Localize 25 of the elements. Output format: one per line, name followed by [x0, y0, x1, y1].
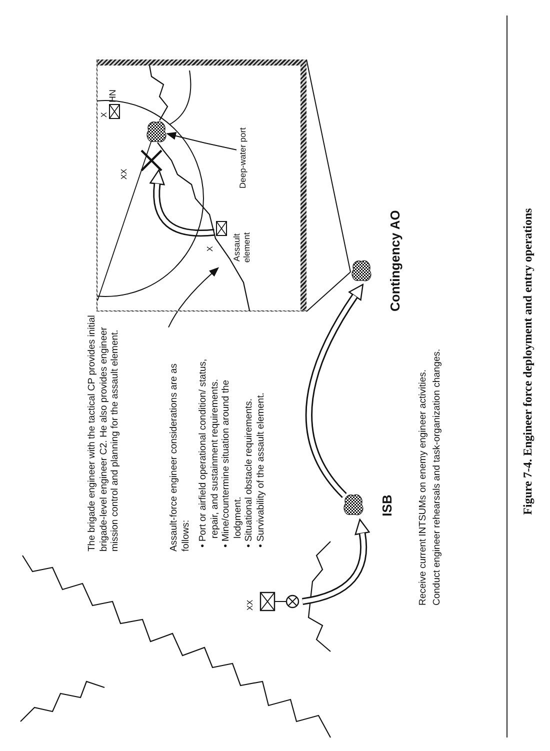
symbol-label: X [100, 112, 109, 117]
symbol-label: XX [120, 168, 129, 179]
map-label: Deep-water port [237, 127, 248, 188]
area-label: ISB [379, 494, 394, 516]
symbol-label: HN [108, 89, 118, 102]
double-line-arrow [301, 518, 370, 604]
leader-arrow [166, 131, 236, 150]
symbol-label: X [206, 246, 215, 251]
symbol-label: XX [246, 599, 255, 610]
bullet-text: • Situational obstacle requirements. [243, 396, 256, 547]
symbol-label: Assault element [231, 230, 252, 264]
double-line-arrow [305, 283, 363, 498]
note-text: Conduct engineer rehearsals and task-organization changes. [432, 348, 442, 605]
bullet-text: • Survivability of the assault element. [255, 391, 267, 547]
note-text: Receive current INTSUMs on enemy engineer activities. [418, 368, 428, 605]
area-label: Contingency AO [387, 210, 402, 311]
heading-text: Assault-force engineer considerations are as follows: [168, 362, 192, 551]
double-line-arrow [149, 168, 214, 236]
projection-line [306, 58, 350, 272]
leader-arrow [168, 266, 218, 328]
figure-caption: Figure 7-4. Engineer force deployment and entry operations [520, 206, 535, 517]
projection-line [306, 270, 350, 312]
bullet-text: • Port or airfield operational condition/ status, repair, and sustainment requirements. [197, 357, 220, 547]
bullet-text: • Mine/countermine situation around the lodgment. [220, 378, 244, 547]
annotation-text: The brigade engineer with the tactical CP provides initial brigade-level engineer C2. He also provides engineer mission control and planning for the assault element. [86, 314, 121, 551]
